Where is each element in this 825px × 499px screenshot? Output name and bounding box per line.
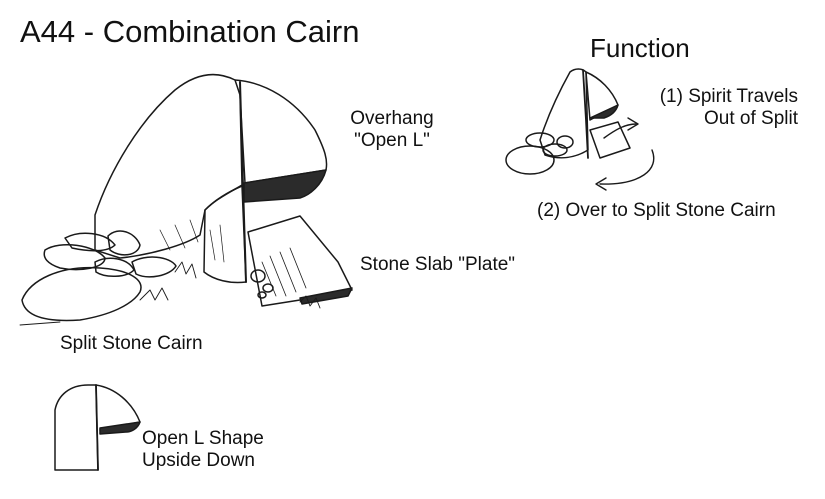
small-left-stone bbox=[540, 69, 588, 158]
main-cairn bbox=[20, 75, 352, 325]
small-stone bbox=[506, 146, 554, 174]
stone-shading bbox=[160, 220, 224, 262]
cairn-stone bbox=[132, 257, 176, 277]
open-l-shadow bbox=[100, 422, 140, 434]
open-l-split-line bbox=[96, 385, 98, 470]
cairn-stone bbox=[95, 258, 134, 276]
slab-hatching bbox=[262, 248, 306, 296]
small-overhang-shadow bbox=[590, 105, 618, 118]
open-l-left-stone bbox=[55, 385, 98, 470]
function-diagram bbox=[506, 69, 654, 190]
pebble bbox=[251, 270, 265, 282]
open-l-sketch bbox=[55, 385, 140, 470]
overhang-shadow bbox=[244, 170, 326, 202]
pebble bbox=[263, 284, 273, 292]
overhang-stone bbox=[235, 80, 327, 183]
small-slab bbox=[590, 122, 630, 158]
split-lower-stone bbox=[204, 186, 246, 283]
